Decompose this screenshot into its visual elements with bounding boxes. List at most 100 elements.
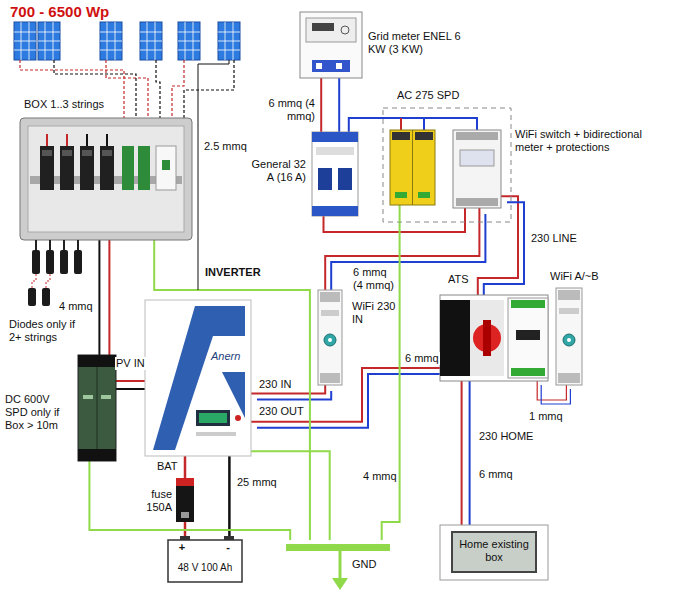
ac-spd-drawing [400, 118, 402, 130]
wire-connector [251, 451, 330, 540]
wire-connector [325, 208, 485, 296]
wifi-breaker-drawing [324, 334, 336, 346]
home-box-drawing [440, 525, 548, 580]
combiner-box-drawing [20, 118, 192, 240]
wifi-switch-drawing [460, 150, 494, 166]
mc4-connector [32, 250, 40, 274]
fuse-drawing [181, 512, 189, 518]
wifi-breaker-drawing [318, 288, 582, 385]
dc-spd-drawing [83, 395, 93, 399]
wire-note: 6 mmq [478, 468, 514, 481]
inverter-drawing [145, 300, 251, 456]
wire-line [484, 202, 524, 301]
ac-spd-drawing [423, 118, 425, 130]
wire-connector [251, 368, 446, 428]
grid-meter-drawing [306, 18, 356, 42]
combiner-box-drawing [102, 150, 112, 156]
combiner-box-drawing [60, 146, 74, 190]
combiner-box-drawing [82, 150, 92, 156]
wire-label: 230 HOME [478, 430, 534, 443]
wire-connector [185, 456, 186, 478]
mc4-connector [74, 250, 82, 274]
combiner-box-drawing [87, 134, 107, 146]
mc4-connector [42, 288, 50, 306]
wire-line [116, 388, 145, 390]
wire-label: 230 IN [258, 378, 292, 391]
device-label: BOX 1..3 strings [24, 98, 174, 111]
inverter-drawing [196, 432, 236, 436]
wifi-breaker-drawing [559, 308, 579, 314]
device-label: + [175, 541, 189, 554]
fuse-drawing [176, 478, 194, 522]
wifi-switch-drawing [453, 130, 501, 208]
wire-line [461, 381, 463, 525]
solar-panel [100, 22, 122, 60]
wifi-breaker: WiFi A/~B [556, 288, 582, 385]
combiner-box-drawing [156, 146, 176, 190]
wire-label: 230 OUT [258, 405, 305, 418]
wire-label: 6 mmq (4 mmq) [258, 97, 316, 123]
dc-spd-drawing [78, 355, 116, 461]
wire-connector [462, 381, 470, 525]
wire-note: 6 mmq [404, 352, 440, 365]
combiner-box-drawing [138, 146, 150, 190]
combiner-box-drawing [28, 126, 184, 232]
wire-label: 6 mmq (4 mmq) [352, 266, 398, 292]
device-label: AC 275 SPD [397, 89, 487, 102]
panel-grid [218, 22, 240, 60]
ground-symbol [332, 578, 348, 590]
grid-meter-drawing [312, 23, 334, 31]
ats-drawing [470, 300, 504, 376]
wire-connector [99, 240, 109, 355]
dc-spd-drawing [101, 395, 111, 399]
mc4-connector [28, 288, 36, 306]
dc-spd-drawing [78, 355, 116, 461]
wire-line [338, 78, 341, 132]
device-label: General 32 A (16 A) [246, 158, 306, 184]
wire-connector [89, 461, 290, 540]
ac-spd-drawing [390, 118, 435, 222]
wifi-breaker-drawing [328, 338, 332, 342]
panel-grid [38, 22, 60, 60]
wifi-breaker-drawing [556, 288, 582, 385]
general-breaker-drawing [312, 132, 358, 216]
home-box-drawing [440, 525, 548, 580]
device-label: fuse 150A [132, 488, 172, 514]
device-label: Grid meter ENEL 6 KW (3 KW) [368, 30, 468, 56]
ats-drawing [440, 295, 548, 381]
wire-line [257, 374, 446, 428]
wire-line [108, 240, 110, 355]
wifi-breaker-drawing [321, 310, 339, 316]
solar-panel [14, 22, 240, 60]
solar-panel [14, 22, 36, 60]
grid-meter-drawing [336, 63, 342, 69]
wire-line [228, 456, 231, 540]
spd-enclosure-outline [383, 108, 511, 222]
combiner-box: BOX 1..3 strings [20, 118, 192, 240]
inverter-drawing [145, 300, 251, 456]
ac-spd-drawing [392, 132, 410, 140]
wire-line [184, 456, 187, 478]
inverter-drawing [199, 413, 227, 423]
wire-line [320, 78, 323, 132]
wire-line [469, 381, 471, 525]
fuse: fuse 150A [176, 478, 194, 522]
dc-spd-drawing [78, 355, 116, 367]
solar-panel [38, 22, 60, 60]
grid-meter-drawing [316, 63, 322, 69]
wifi-breaker-drawing [320, 373, 340, 383]
string-wire [184, 60, 234, 118]
frame-ground-wire [198, 60, 229, 290]
device-label: Home existing box [456, 538, 532, 564]
general-breaker-drawing [318, 168, 332, 190]
mc4-connector [32, 274, 50, 288]
ats-drawing [511, 368, 545, 376]
wire-line [116, 380, 145, 382]
wire-connector [116, 381, 145, 389]
inverter: INVERTERAnern [145, 300, 251, 456]
ground-bar: GND [286, 540, 390, 592]
ground-symbol [286, 544, 390, 551]
device-label: WiFi 230 IN [352, 300, 396, 326]
string-wire [156, 60, 160, 118]
wifi-breaker-drawing [318, 290, 342, 385]
